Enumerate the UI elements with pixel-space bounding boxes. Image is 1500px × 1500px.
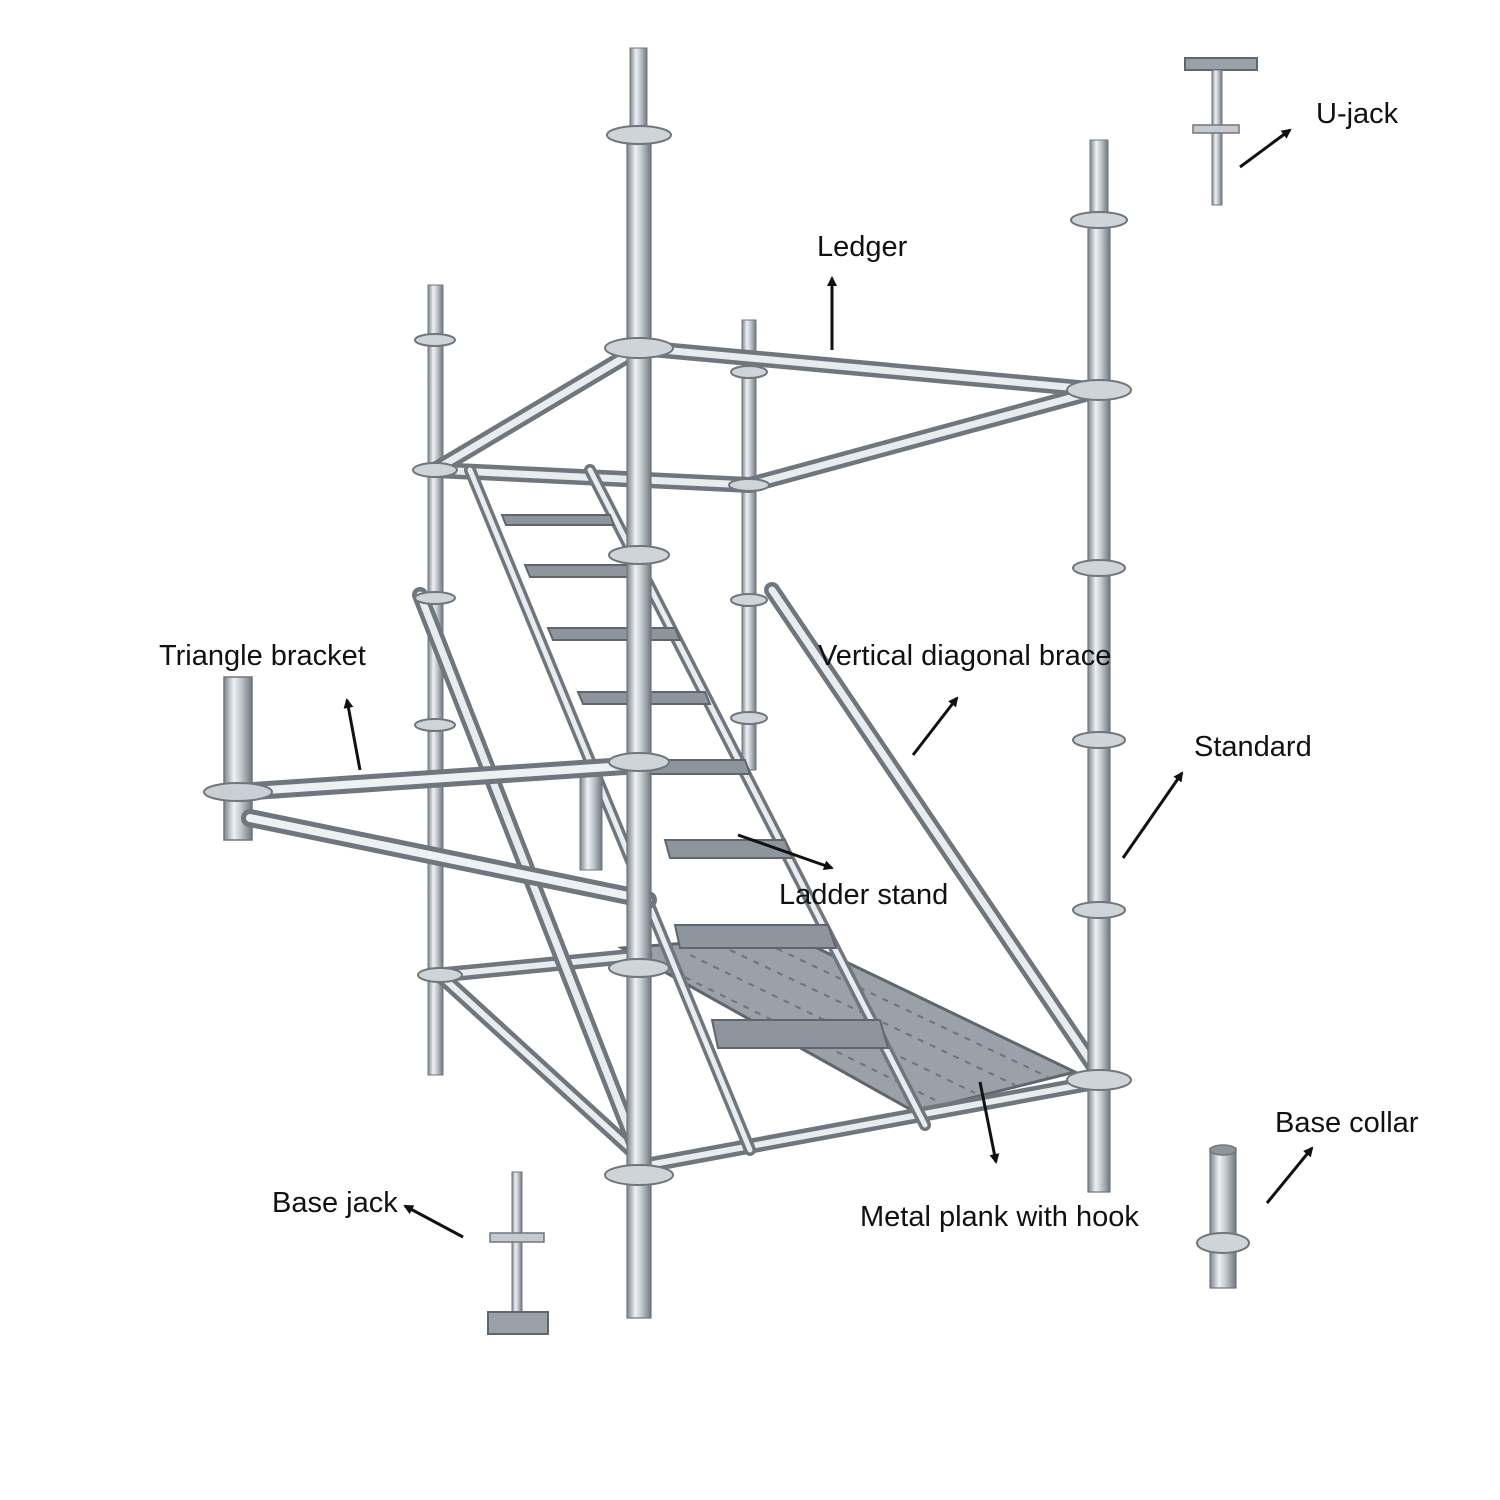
- label-triangle-bracket: Triangle bracket: [159, 640, 366, 672]
- label-vertical-diagonal-brace: Vertical diagonal brace: [818, 640, 1112, 672]
- rosettes: [412, 125, 1132, 1186]
- annotation-arrows: [343, 128, 1314, 1239]
- label-standard: Standard: [1194, 731, 1312, 763]
- bottom-ledgers: [432, 947, 1116, 1173]
- triangle-bracket: [203, 676, 657, 909]
- label-ledger: Ledger: [817, 231, 908, 263]
- arrow-standard: [1121, 771, 1184, 859]
- arrow-base-collar: [1265, 1146, 1314, 1204]
- u-jack-part: [1184, 57, 1258, 206]
- arrow-ladder-stand: [737, 833, 834, 871]
- label-u-jack: U-jack: [1316, 98, 1399, 130]
- arrow-u-jack: [1239, 128, 1292, 169]
- arrow-metal-plank: [978, 1081, 1000, 1164]
- front-standards: [626, 47, 1111, 1319]
- arrow-vertical-diagonal-brace: [911, 696, 959, 756]
- label-base-collar: Base collar: [1275, 1107, 1419, 1139]
- arrow-base-jack: [403, 1204, 464, 1239]
- top-ledgers: [427, 340, 1108, 493]
- label-base-jack: Base jack: [272, 1187, 398, 1219]
- base-jack-part: [487, 1171, 549, 1335]
- label-ladder-stand: Ladder stand: [779, 879, 949, 911]
- base-collar-part: [1196, 1144, 1250, 1289]
- back-standards: [427, 284, 757, 1076]
- label-metal-plank: Metal plank with hook: [860, 1201, 1139, 1233]
- arrow-triangle-bracket: [343, 698, 362, 771]
- ladder-stand: [464, 464, 931, 1156]
